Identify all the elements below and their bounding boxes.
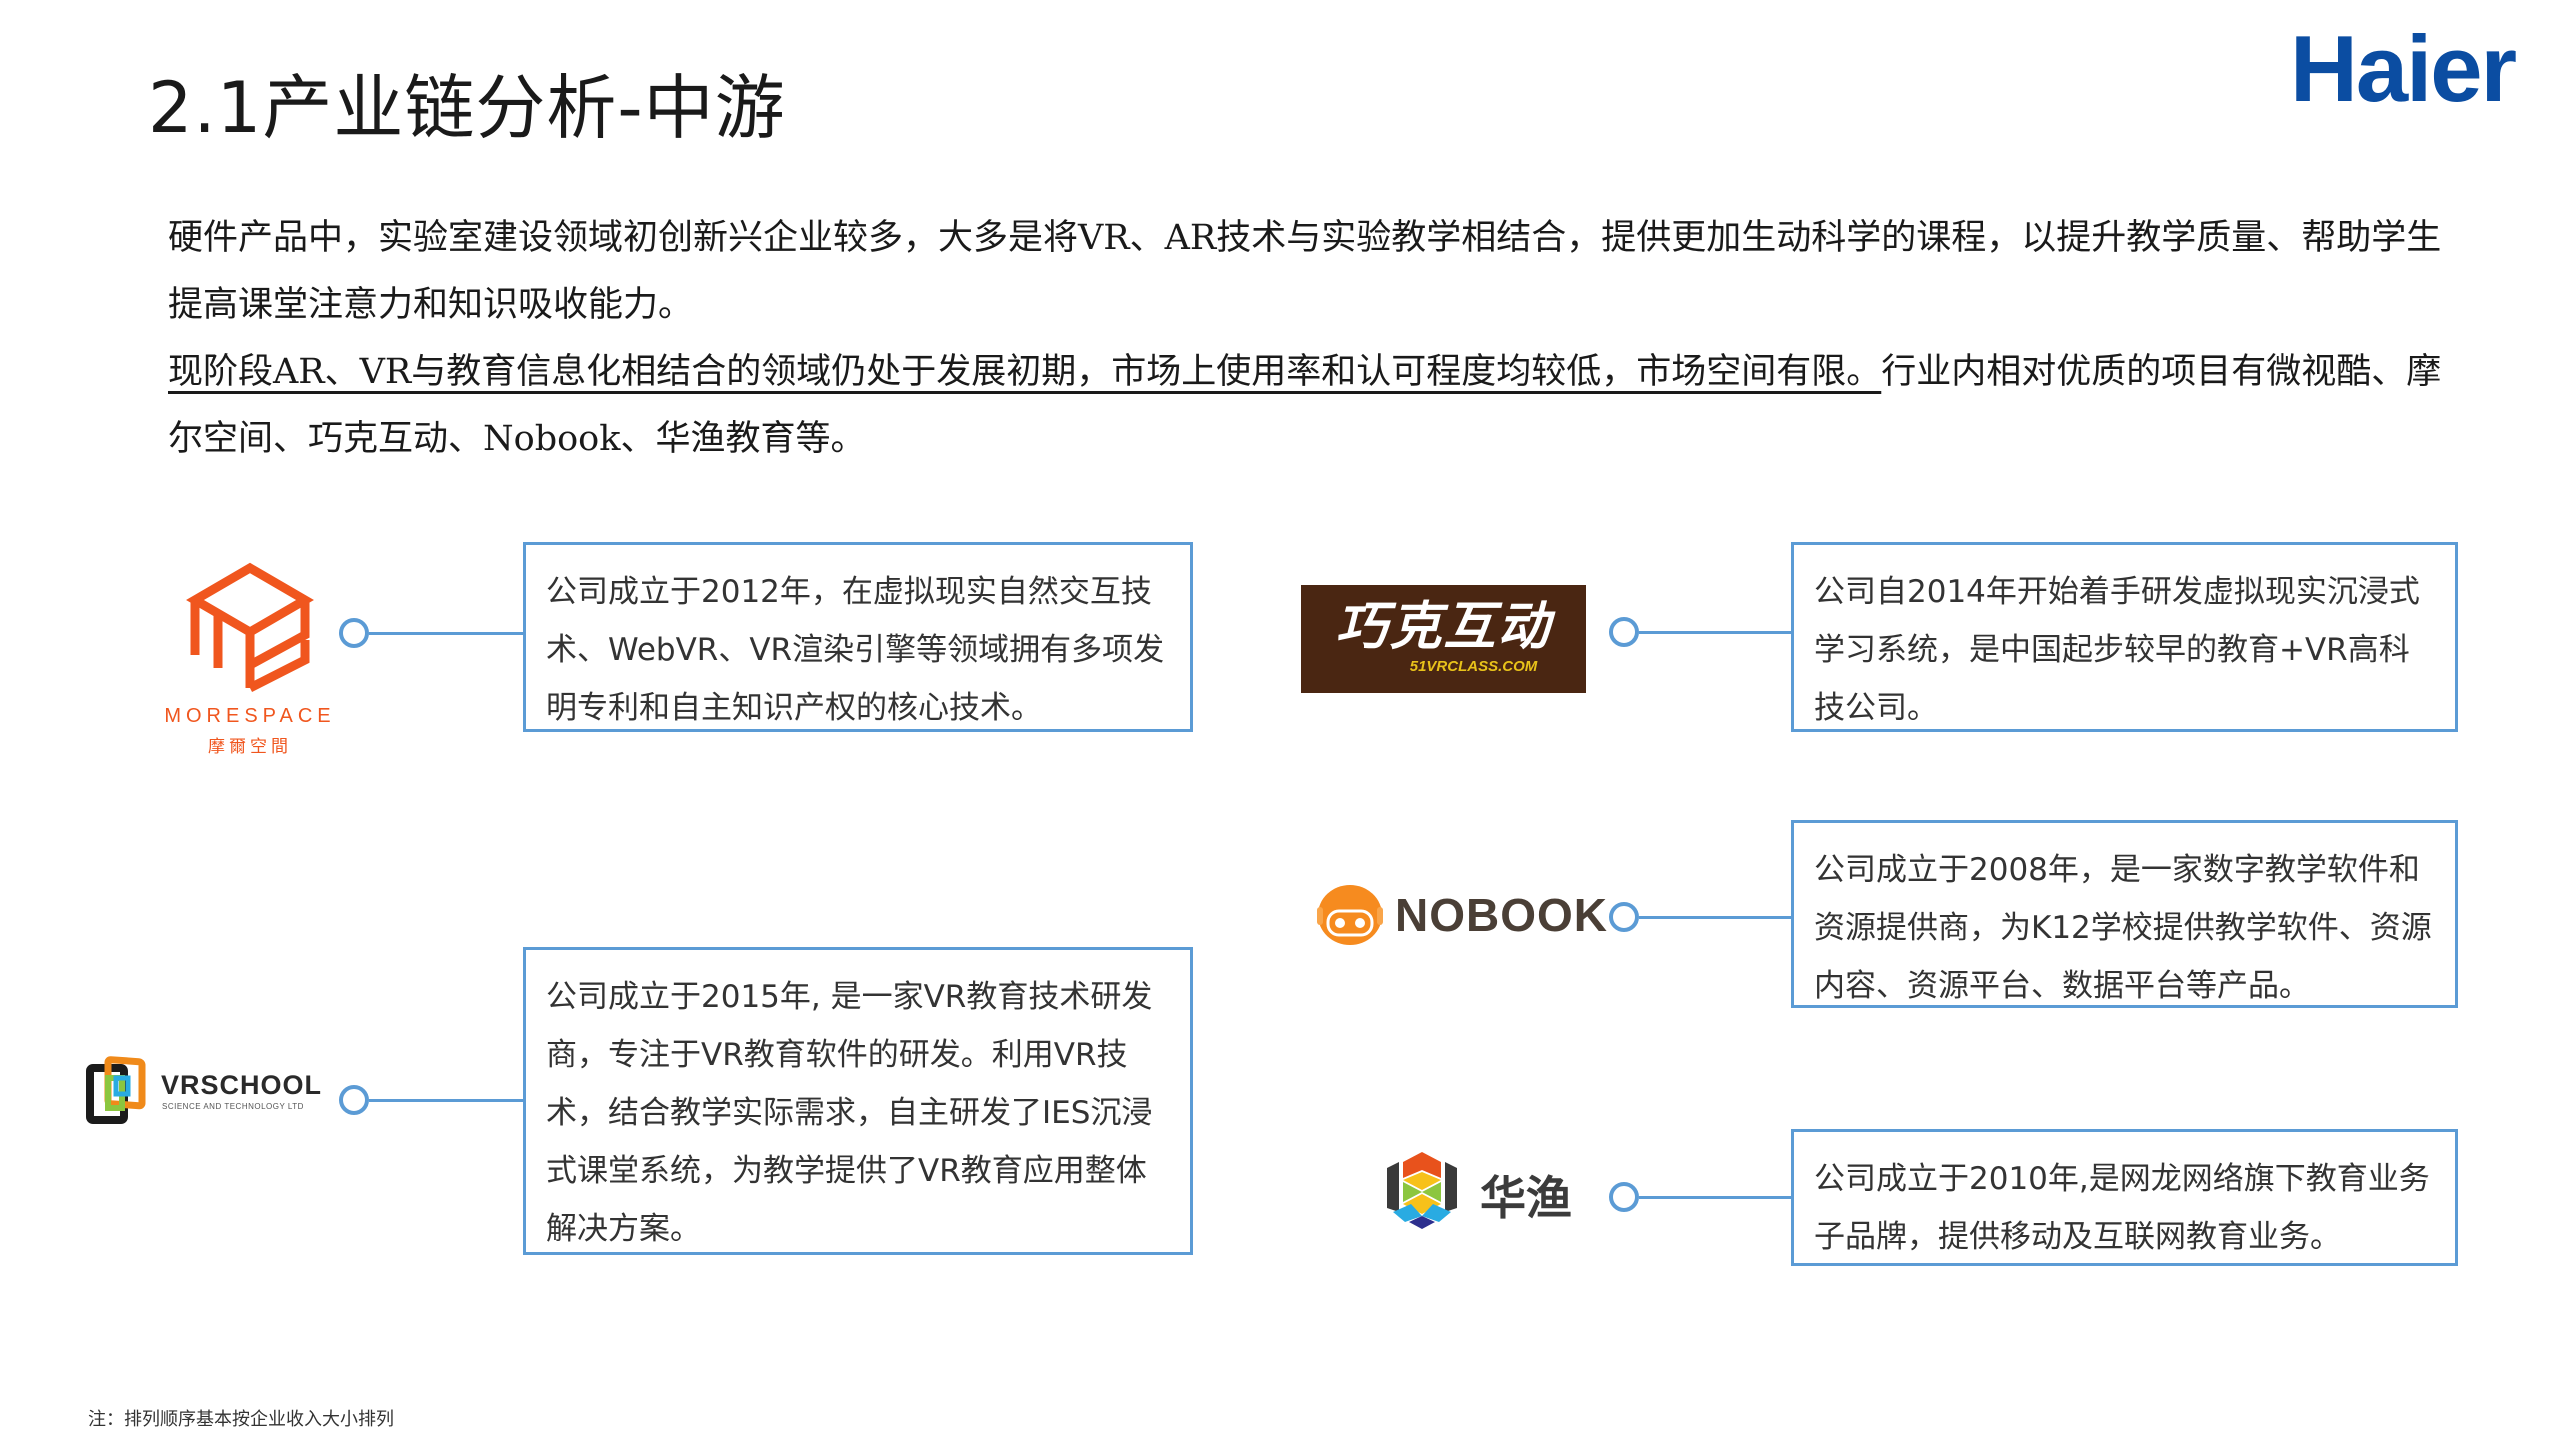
huayu-logo: 华渔 xyxy=(1385,1150,1605,1230)
morespace-logo: MORESPACE 摩爾空間 xyxy=(150,560,350,760)
card-description: 公司成立于2012年，在虚拟现实自然交互技术、WebVR、VR渲染引擎等领域拥有… xyxy=(546,574,1165,726)
nobook-robot-icon xyxy=(1317,885,1383,945)
connector-dot xyxy=(1609,1182,1639,1212)
morespace-name-cn: 摩爾空間 xyxy=(208,737,292,756)
card-description: 公司成立于2015年, 是一家VR教育技术研发商，专注于VR教育软件的研发。利用… xyxy=(546,979,1153,1247)
intro-rest-text: 行业内相对优质的项目有微视酷、摩尔空间、巧克互动、Nobook、华渔教育等。 xyxy=(168,352,2442,459)
morespace-cube-icon xyxy=(186,562,314,693)
connector-line xyxy=(1639,1196,1793,1199)
company-card-huayu: 公司成立于2010年,是网龙网络旗下教育业务子品牌，提供移动及互联网教育业务。 xyxy=(1791,1129,2458,1266)
card-description: 公司成立于2010年,是网龙网络旗下教育业务子品牌，提供移动及互联网教育业务。 xyxy=(1814,1161,2430,1255)
nobook-logo: NOBOOK xyxy=(1315,880,1607,950)
company-card-qiaoke: 公司自2014年开始着手研发虚拟现实沉浸式学习系统，是中国起步较早的教育+VR高… xyxy=(1791,542,2458,732)
qiaoke-logo: 巧克互动 51VRCLASS.COM xyxy=(1301,585,1586,693)
vrschool-logo: VRSCHOOL SCIENCE AND TECHNOLOGY LTD xyxy=(86,1050,346,1130)
intro-text: 硬件产品中，实验室建设领域初创新兴企业较多，大多是将VR、AR技术与实验教学相结… xyxy=(168,205,2468,473)
intro-paragraph-2: 现阶段AR、VR与教育信息化相结合的领域仍处于发展初期，市场上使用率和认可程度均… xyxy=(168,339,2468,473)
connector-dot xyxy=(339,1085,369,1115)
company-card-morespace: 公司成立于2012年，在虚拟现实自然交互技术、WebVR、VR渲染引擎等领域拥有… xyxy=(523,542,1193,732)
connector-dot xyxy=(1609,617,1639,647)
connector-dot xyxy=(339,618,369,648)
nobook-name: NOBOOK xyxy=(1395,889,1608,941)
card-description: 公司成立于2008年，是一家数字教学软件和资源提供商，为K12学校提供教学软件、… xyxy=(1814,852,2432,1004)
haier-logo: Haier xyxy=(2290,16,2517,121)
connector-line xyxy=(1639,916,1793,919)
connector-line xyxy=(369,632,525,635)
vrschool-frames-icon xyxy=(86,1056,146,1124)
card-description: 公司自2014年开始着手研发虚拟现实沉浸式学习系统，是中国起步较早的教育+VR高… xyxy=(1814,574,2420,726)
intro-paragraph-1: 硬件产品中，实验室建设领域初创新兴企业较多，大多是将VR、AR技术与实验教学相结… xyxy=(168,218,2442,325)
connector-line xyxy=(1639,631,1793,634)
qiaoke-name-cn: 巧克互动 xyxy=(1335,597,1552,657)
footnote: 注：排列顺序基本按企业收入大小排列 xyxy=(88,1409,394,1430)
qiaoke-url: 51VRCLASS.COM xyxy=(1409,658,1538,675)
company-card-nobook: 公司成立于2008年，是一家数字教学软件和资源提供商，为K12学校提供教学软件、… xyxy=(1791,820,2458,1008)
connector-dot xyxy=(1609,902,1639,932)
vrschool-subtext: SCIENCE AND TECHNOLOGY LTD xyxy=(162,1102,304,1111)
huayu-hexagon-icon xyxy=(1387,1152,1457,1229)
company-card-vrschool: 公司成立于2015年, 是一家VR教育技术研发商，专注于VR教育软件的研发。利用… xyxy=(523,947,1193,1255)
intro-underlined-text: 现阶段AR、VR与教育信息化相结合的领域仍处于发展初期，市场上使用率和认可程度均… xyxy=(168,352,1882,392)
connector-line xyxy=(369,1099,525,1102)
page-title: 2.1产业链分析-中游 xyxy=(148,67,786,149)
vrschool-name: VRSCHOOL xyxy=(161,1070,323,1100)
morespace-name-en: MORESPACE xyxy=(164,705,336,727)
huayu-name: 华渔 xyxy=(1480,1171,1572,1225)
